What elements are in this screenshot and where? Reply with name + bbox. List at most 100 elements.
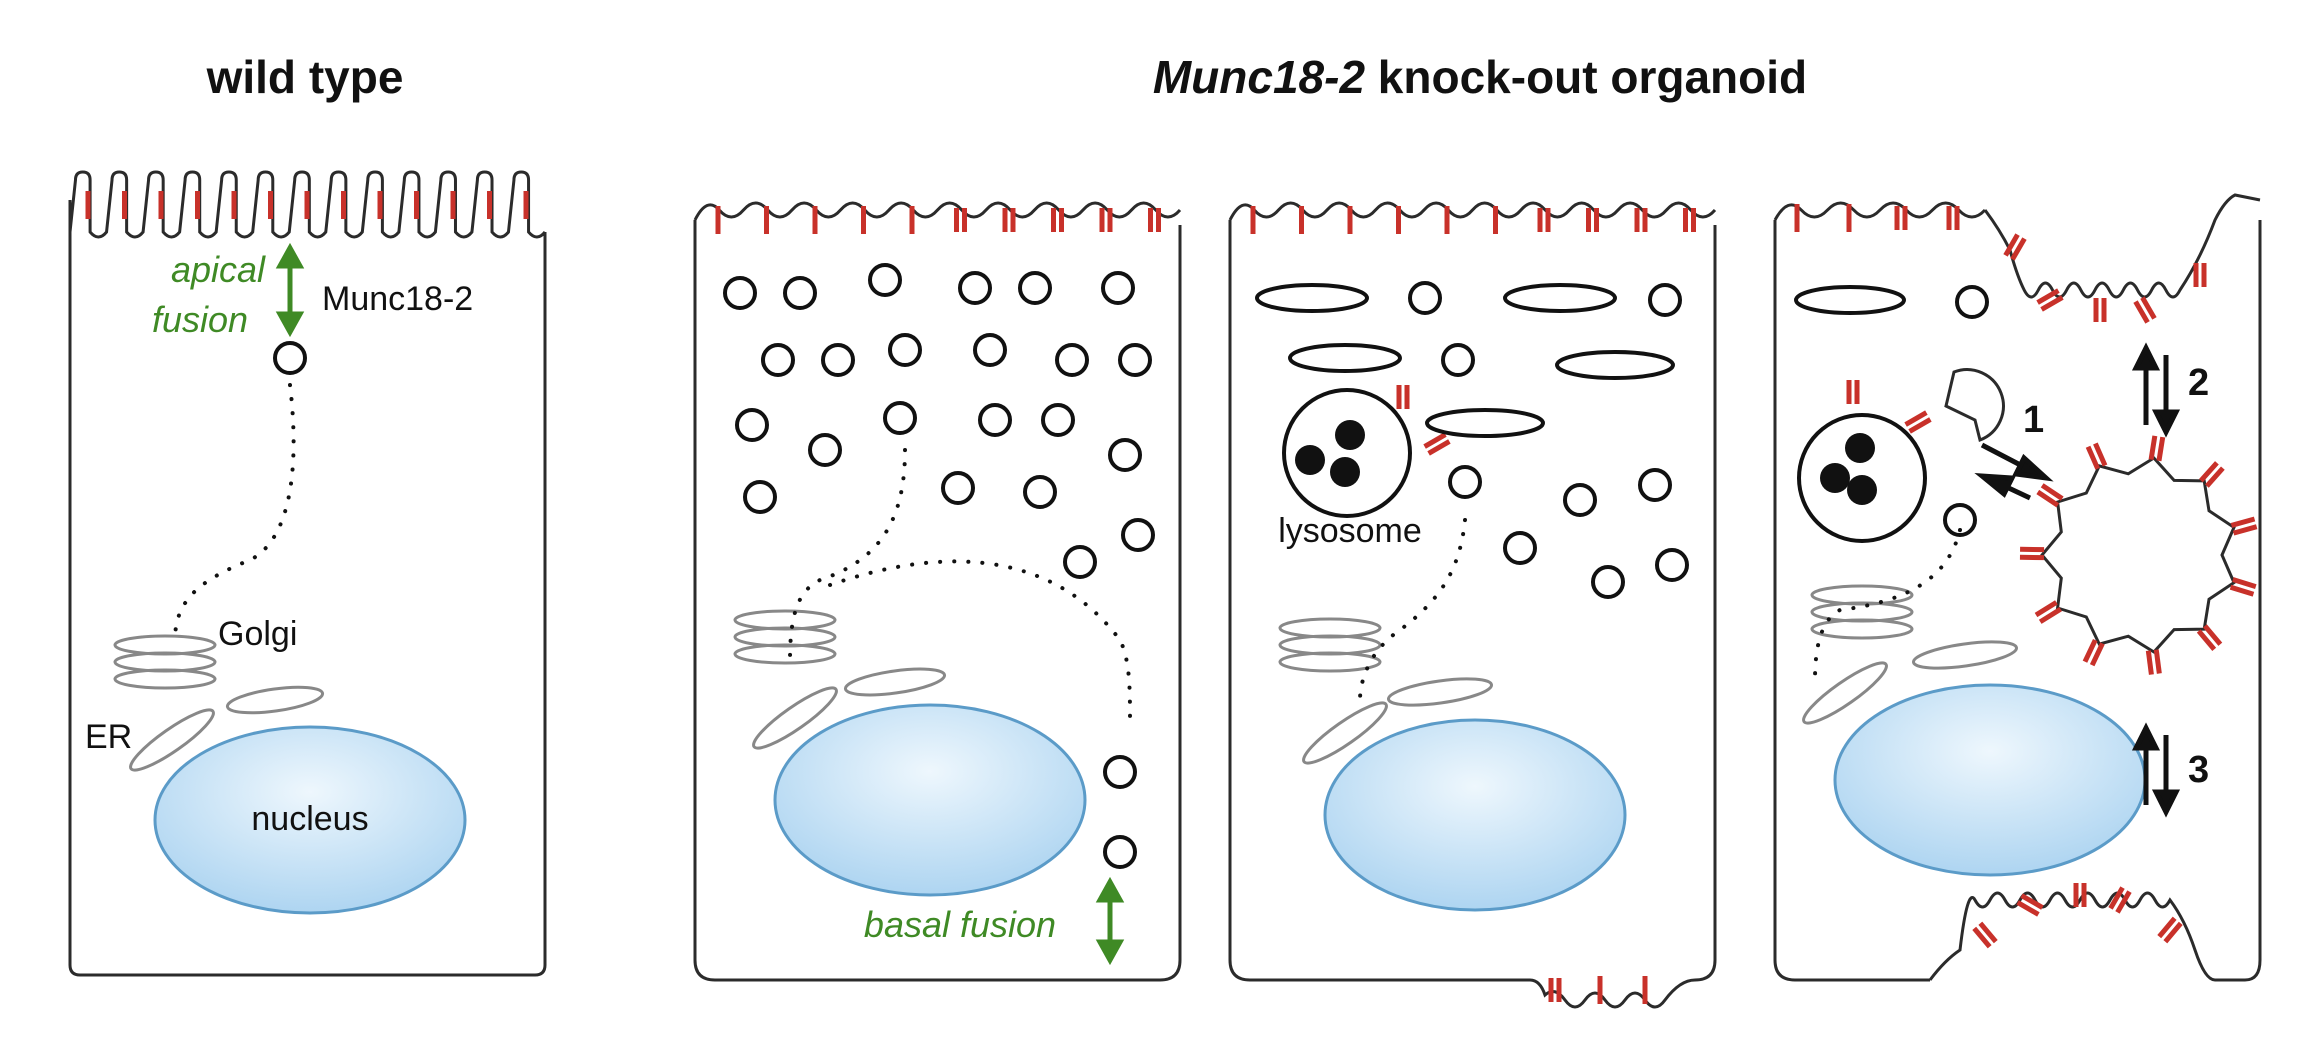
er-cisterna	[752, 686, 838, 750]
red-marker	[2229, 577, 2257, 597]
lysosome-cell4	[1797, 413, 1927, 543]
red-markers	[85, 191, 2258, 1004]
red-marker	[2230, 516, 2258, 536]
red-marker	[1972, 921, 1998, 949]
title-knockout: Munc18-2 knock-out organoid	[1153, 51, 1807, 103]
red-marker	[2036, 288, 2064, 312]
vesicle	[978, 403, 1012, 437]
red-marker	[2073, 883, 2087, 907]
label-golgi: Golgi	[218, 615, 297, 653]
golgi-stack	[1278, 617, 1382, 673]
vesicle	[1591, 565, 1625, 599]
red-marker	[2196, 624, 2223, 651]
red-marker	[1846, 380, 1860, 404]
red-marker	[1148, 208, 1161, 232]
transport-path-cell1	[173, 383, 296, 642]
label-er: ER	[85, 718, 132, 756]
vesicle	[273, 341, 307, 375]
vesicle	[941, 471, 975, 505]
vesicle	[1943, 503, 1977, 537]
nucleus-cell2	[773, 703, 1087, 897]
vesicle	[723, 276, 757, 310]
basal-invagination	[1928, 891, 2216, 982]
vesicle	[1063, 545, 1097, 579]
nucleus-cell4	[1833, 683, 2147, 877]
er-cisterna	[1911, 640, 2019, 670]
vesicle	[958, 271, 992, 305]
er-cisterna	[843, 667, 947, 697]
elongated-vesicle	[1555, 350, 1675, 380]
vesicle	[1655, 548, 1689, 582]
vesicle	[821, 343, 855, 377]
red-marker	[2157, 916, 2183, 944]
red-marker	[954, 208, 967, 232]
label-lysosome: lysosome	[1278, 512, 1422, 550]
red-marker	[2016, 893, 2044, 917]
red-marker	[2036, 483, 2064, 508]
elongated-vesicle	[1794, 285, 1906, 315]
vesicle	[1648, 283, 1682, 317]
red-marker	[1904, 410, 1932, 434]
vesicle	[888, 333, 922, 367]
vesicle	[1055, 343, 1089, 377]
elongated-vesicle	[1503, 283, 1617, 313]
vesicle	[1448, 465, 1482, 499]
vesicle	[1023, 475, 1057, 509]
vesicle	[735, 408, 769, 442]
golgi-stack	[1810, 584, 1914, 640]
elongated-vesicle	[1288, 343, 1402, 373]
vesicle	[783, 276, 817, 310]
vesicle	[883, 401, 917, 435]
red-marker	[1537, 208, 1551, 232]
vesicle	[1108, 438, 1142, 472]
lysosome-cell3	[1282, 388, 1412, 518]
vesicle	[1638, 468, 1672, 502]
elongated-vesicle	[1255, 283, 1369, 313]
vesicle	[1118, 343, 1152, 377]
red-marker	[2148, 435, 2166, 462]
cell-ko-2-outline	[693, 201, 1182, 982]
label-pathway-3: 3	[2188, 749, 2209, 791]
vesicle	[1563, 483, 1597, 517]
er-cisterna	[1802, 661, 1888, 725]
er-cisterna	[1386, 677, 1494, 707]
vesicle	[743, 480, 777, 514]
vesicle	[1103, 755, 1137, 789]
red-marker	[2108, 886, 2132, 914]
vesicle	[1103, 835, 1137, 869]
vesicle	[1503, 531, 1537, 565]
red-marker	[1423, 432, 1451, 456]
vesicle	[868, 263, 902, 297]
label-munc18-2: Munc18-2	[322, 280, 473, 318]
vesicle	[1041, 403, 1075, 437]
red-marker	[1099, 208, 1113, 232]
red-marker	[1002, 208, 1016, 232]
elongated-vesicle	[1425, 408, 1545, 438]
label-nucleus: nucleus	[251, 800, 368, 838]
nucleus-cell3	[1323, 718, 1627, 912]
golgi-stack	[113, 634, 217, 690]
er-cisterna	[129, 708, 215, 772]
red-marker	[1683, 208, 1696, 232]
red-marker	[2133, 296, 2157, 324]
red-marker	[1586, 208, 1599, 232]
red-marker	[1946, 206, 1960, 230]
vesicle	[1121, 518, 1155, 552]
er-cisterna	[1302, 701, 1388, 765]
red-marker	[2145, 649, 2162, 675]
cell-wild-type-outline	[68, 170, 547, 977]
vesicle	[1441, 343, 1475, 377]
red-marker	[1396, 385, 1410, 409]
label-pathway-1: 1	[2023, 399, 2044, 441]
label-fusion: fusion	[152, 299, 248, 340]
vesicle	[1408, 281, 1442, 315]
vesicle	[1018, 271, 1052, 305]
red-marker	[2082, 638, 2105, 667]
red-marker	[2019, 546, 2045, 561]
red-marker	[1894, 206, 1908, 230]
label-pathway-2: 2	[2188, 362, 2209, 404]
label-apical: apical	[171, 249, 266, 290]
cell-ko-4-outline	[1773, 201, 2262, 982]
